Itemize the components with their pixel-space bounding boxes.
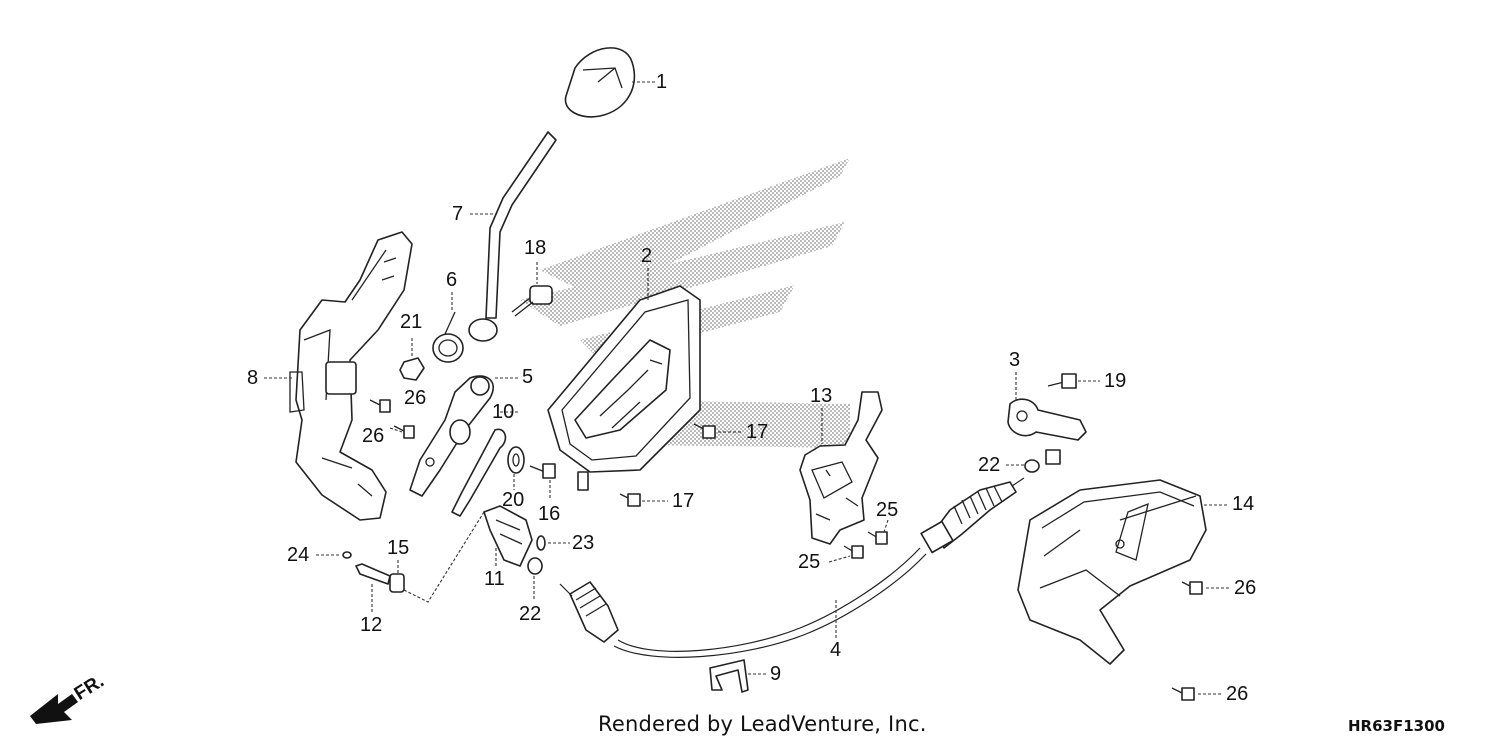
cable-arm	[1007, 398, 1087, 441]
callout-19: 19	[1104, 370, 1127, 392]
callout-10: 10	[492, 401, 515, 423]
pin-10	[451, 428, 507, 517]
callout-5: 5	[522, 366, 534, 388]
callout-2: 2	[641, 245, 653, 267]
callout-25-right: 25	[876, 499, 899, 521]
nut-22-right	[1024, 449, 1061, 473]
return-spring	[432, 311, 464, 363]
callout-17-lower: 17	[672, 490, 695, 512]
bolt-26-lower	[393, 425, 415, 439]
callout-1: 1	[656, 71, 668, 93]
callout-14: 14	[1232, 493, 1255, 515]
bolt-25-left	[843, 545, 864, 559]
callout-12: 12	[360, 614, 383, 636]
shift-gate-cover	[547, 285, 701, 491]
render-credit: Rendered by LeadVenture, Inc.	[598, 712, 927, 736]
cable-cover	[1017, 479, 1207, 665]
front-arrow-icon	[30, 694, 78, 724]
callout-23: 23	[572, 532, 595, 554]
washer-20	[507, 446, 525, 474]
front-label: FR.	[71, 671, 108, 705]
shift-lever-rod	[468, 131, 557, 342]
nut-22-left	[527, 557, 543, 575]
callout-18: 18	[524, 237, 547, 259]
callout-4: 4	[830, 639, 842, 661]
callout-16: 16	[538, 503, 561, 525]
callout-20: 20	[502, 489, 525, 511]
front-direction-marker: FR.	[30, 671, 108, 724]
bolt-18	[511, 285, 553, 317]
bolt-26-upper	[369, 399, 391, 413]
clip-9	[709, 659, 749, 693]
callout-21: 21	[400, 311, 423, 333]
bolt-26-bottom	[1171, 687, 1195, 701]
callout-13: 13	[810, 385, 833, 407]
clip-23	[536, 535, 546, 551]
callout-26-lower: 26	[362, 425, 385, 447]
bolt-17-lower	[619, 493, 641, 507]
bolt-19	[1047, 373, 1077, 389]
callout-24: 24	[287, 544, 310, 566]
pin-15	[389, 573, 405, 593]
callout-7: 7	[452, 203, 464, 225]
lever-bracket	[289, 231, 413, 521]
callout-26-upper: 26	[404, 387, 427, 409]
diagram-code: HR63F1300	[1348, 717, 1445, 735]
pin-12	[355, 563, 391, 585]
callout-17-upper: 17	[746, 421, 769, 443]
bolt-16	[529, 463, 556, 479]
pin-24	[342, 551, 352, 559]
callout-25-left: 25	[798, 551, 821, 573]
callout-15: 15	[387, 537, 410, 559]
callout-8: 8	[247, 367, 259, 389]
callout-6: 6	[446, 269, 458, 291]
callout-26-bottom: 26	[1226, 683, 1249, 705]
callout-22-left: 22	[519, 603, 542, 625]
shift-knob	[564, 47, 636, 118]
callout-11: 11	[484, 568, 505, 590]
shift-arm	[409, 375, 494, 497]
callout-9: 9	[770, 663, 782, 685]
shift-cable	[559, 477, 1025, 658]
bolt-17-upper	[693, 423, 716, 439]
callout-3: 3	[1009, 349, 1021, 371]
bolt-26-cover	[1181, 581, 1203, 595]
cable-holder	[483, 505, 533, 567]
nut-21	[399, 357, 425, 381]
bolt-25-right	[867, 531, 888, 545]
callout-26-cover: 26	[1234, 577, 1257, 599]
callout-22-right: 22	[978, 454, 1001, 476]
cable-bracket	[799, 391, 883, 545]
